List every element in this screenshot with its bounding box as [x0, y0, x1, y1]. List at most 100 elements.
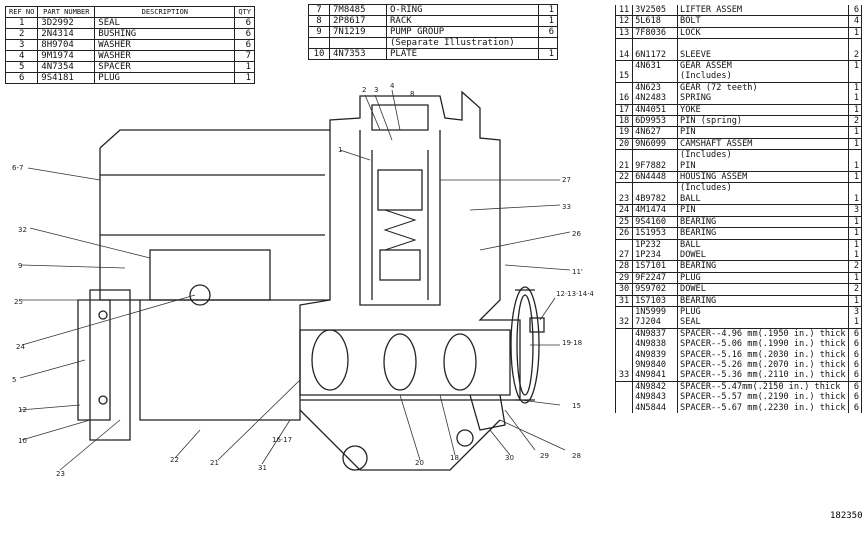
callout-6-7: 6-7 — [12, 164, 23, 172]
cell-qty: 6 — [847, 328, 863, 340]
cell-qty: 1 — [847, 126, 863, 139]
svg-text:29: 29 — [540, 452, 549, 460]
cell-qty: 1 — [847, 193, 863, 206]
cell-ref-no — [614, 402, 634, 414]
table-row: (Includes) — [614, 149, 863, 161]
svg-text:20: 20 — [415, 459, 424, 467]
cell-ref-no — [614, 149, 634, 161]
svg-text:21: 21 — [210, 459, 219, 467]
svg-text:5: 5 — [12, 376, 16, 384]
cell-ref-no: 24 — [614, 204, 634, 217]
cell-qty: 6 — [847, 5, 863, 17]
cell-part-number: 7J204 — [632, 317, 679, 329]
svg-text:12: 12 — [18, 406, 27, 414]
cell-ref-no — [614, 381, 634, 393]
cell-ref-no — [614, 328, 634, 340]
cell-part-number: 4N9841 — [632, 370, 679, 382]
cell-part-number: 4N4051 — [632, 104, 679, 117]
cell-part-number: 6N1172 — [632, 49, 679, 62]
cell-ref-no — [614, 339, 634, 350]
cell-part-number — [632, 38, 679, 50]
cell-part-number: 1P234 — [632, 249, 679, 262]
cell-ref-no — [614, 38, 634, 50]
cell-ref-no: 15 — [614, 71, 634, 83]
cell-ref-no: 21 — [614, 160, 634, 173]
svg-text:12·13·14·4: 12·13·14·4 — [556, 290, 594, 298]
cell-ref-no — [614, 359, 634, 371]
cell-qty: 1 — [847, 104, 863, 117]
cell-qty: 1 — [847, 239, 863, 250]
cell-qty: 2 — [847, 260, 863, 273]
cell-part-number: 4N5844 — [632, 402, 679, 414]
cell-part-number — [632, 149, 679, 161]
cell-ref-no: 13 — [614, 27, 634, 40]
cell-part-number: 6N4448 — [632, 171, 679, 184]
cell-qty: 3 — [847, 204, 863, 217]
cell-qty: 1 — [847, 160, 863, 173]
cell-qty: 1 — [847, 227, 863, 240]
cell-qty: 6 — [847, 402, 863, 414]
cell-part-number: 4M1474 — [632, 204, 679, 217]
cell-qty — [847, 38, 863, 50]
svg-text:11': 11' — [572, 268, 583, 276]
cell-qty: 2 — [847, 115, 863, 128]
svg-text:26: 26 — [572, 230, 581, 238]
cell-part-number: 4N631 — [632, 60, 679, 72]
svg-text:18: 18 — [450, 454, 459, 462]
cell-qty: 6 — [847, 392, 863, 403]
svg-text:30: 30 — [505, 454, 514, 462]
cell-part-number: 1S7103 — [632, 295, 679, 307]
cell-ref-no: 32 — [614, 317, 634, 329]
cell-qty: 6 — [847, 381, 863, 393]
cell-ref-no: 27 — [614, 249, 634, 262]
svg-text:32: 32 — [18, 226, 27, 234]
cell-ref-no: 23 — [614, 193, 634, 206]
cell-ref-no: 33 — [614, 370, 634, 382]
svg-text:8: 8 — [410, 90, 414, 98]
cell-ref-no: 12 — [614, 15, 634, 28]
table-row — [614, 38, 863, 50]
cell-part-number: 5L618 — [632, 15, 679, 28]
cell-qty: 1 — [538, 48, 558, 60]
cell-part-number: 1S1953 — [632, 227, 679, 240]
cell-ref-no: 5 — [4, 61, 39, 73]
table-header-row: REF NO PART NUMBER DESCRIPTION QTY — [4, 6, 255, 18]
cell-part-number: 3V2505 — [632, 5, 679, 17]
cell-qty: 1 — [847, 272, 863, 285]
svg-text:1: 1 — [338, 146, 342, 154]
cell-part-number: 4N9842 — [632, 381, 679, 393]
cell-part-number: 9S9702 — [632, 283, 679, 296]
cell-qty: 1 — [234, 61, 255, 73]
cell-ref-no: 17 — [614, 104, 634, 117]
svg-text:19·18: 19·18 — [562, 339, 582, 347]
svg-text:4: 4 — [390, 82, 395, 90]
table-row: (Includes) — [614, 182, 863, 194]
cell-qty: 1 — [847, 60, 863, 72]
cell-qty: 1 — [847, 295, 863, 307]
cell-part-number: 1S7101 — [632, 260, 679, 273]
cell-qty: 2 — [847, 283, 863, 296]
cell-part-number: 4N9843 — [632, 392, 679, 403]
cell-part-number: 4N9839 — [632, 349, 679, 360]
